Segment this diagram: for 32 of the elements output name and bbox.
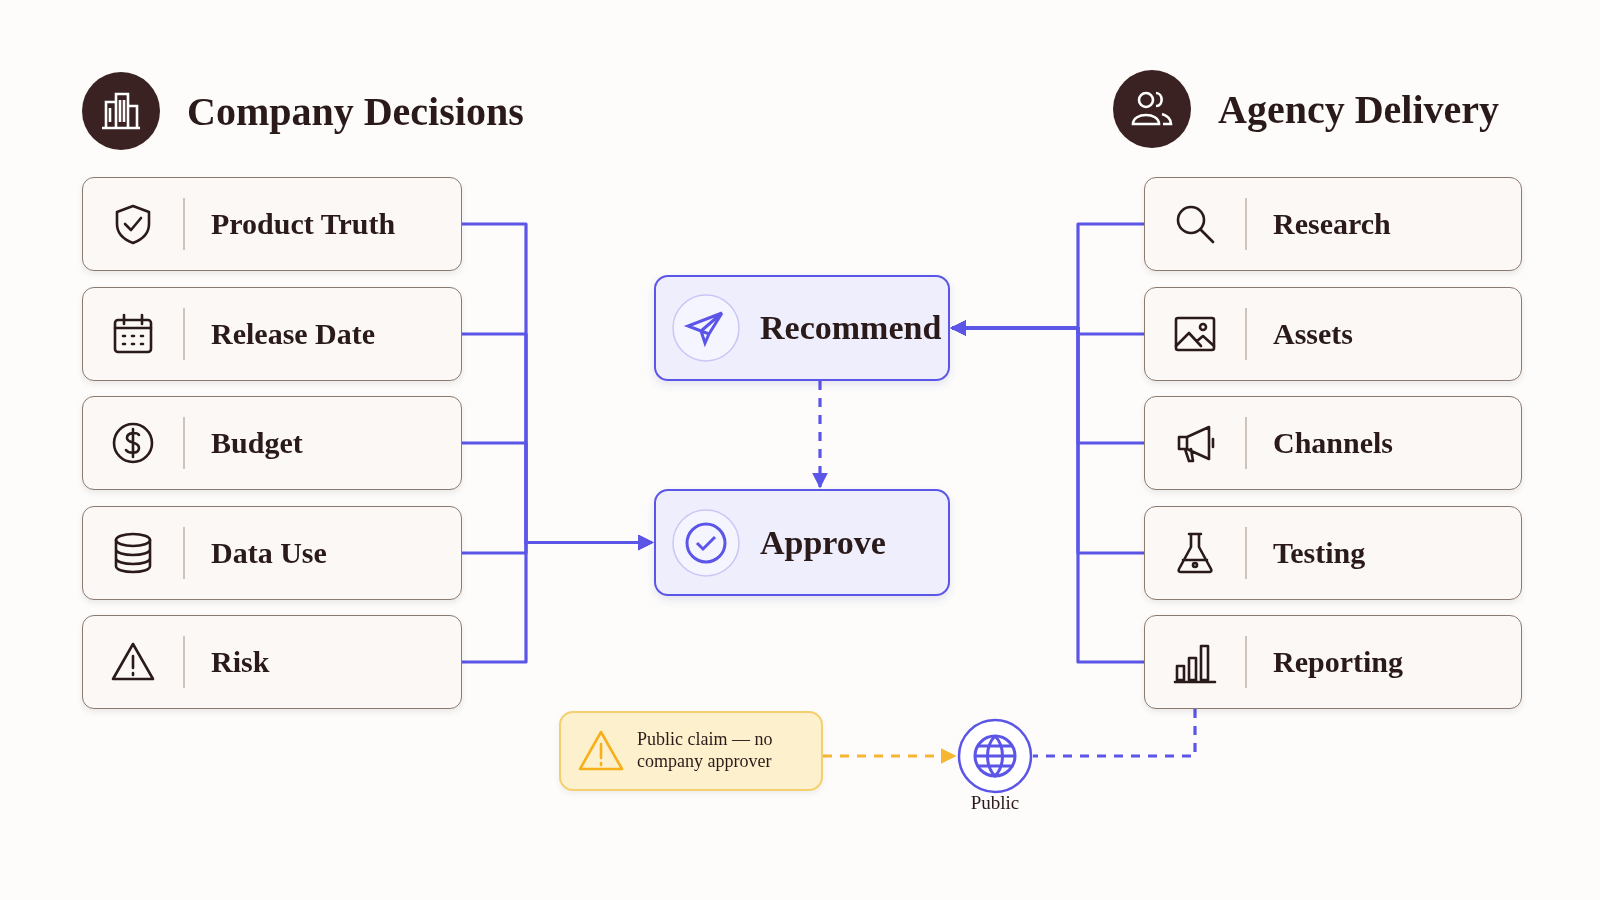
- box-label: Risk: [211, 645, 270, 679]
- box-label: Product Truth: [211, 207, 396, 241]
- box-label: Budget: [211, 426, 303, 460]
- connector-arrow: [823, 748, 957, 764]
- box-label: Channels: [1273, 426, 1394, 460]
- box-label: Reporting: [1273, 645, 1403, 679]
- category-box: [1144, 396, 1522, 490]
- connector-arrow: [462, 534, 654, 664]
- box-label: Testing: [1273, 536, 1366, 570]
- action-box: [654, 275, 950, 381]
- category-box: [1144, 177, 1522, 271]
- category-box: [1144, 615, 1522, 709]
- connector-arrow: [812, 381, 828, 489]
- category-box: [82, 396, 462, 490]
- action-box: [654, 489, 950, 596]
- box-label: Research: [1273, 207, 1391, 241]
- category-box: [82, 287, 462, 381]
- box-label: Data Use: [211, 536, 327, 570]
- warning-box: [559, 711, 823, 791]
- category-box: [82, 177, 462, 271]
- box-label: Recommend: [760, 309, 942, 347]
- category-box: [82, 615, 462, 709]
- node-label: Public: [969, 792, 1021, 814]
- section-heading: Company Decisions: [187, 88, 524, 135]
- category-box: [1144, 287, 1522, 381]
- box-label: Release Date: [211, 317, 376, 351]
- category-box: [1144, 506, 1522, 600]
- box-label: Assets: [1273, 317, 1353, 351]
- category-box: [82, 506, 462, 600]
- box-label: Public claim — no company approver: [637, 729, 774, 773]
- section-heading: Agency Delivery: [1218, 86, 1499, 133]
- box-label: Approve: [760, 523, 886, 562]
